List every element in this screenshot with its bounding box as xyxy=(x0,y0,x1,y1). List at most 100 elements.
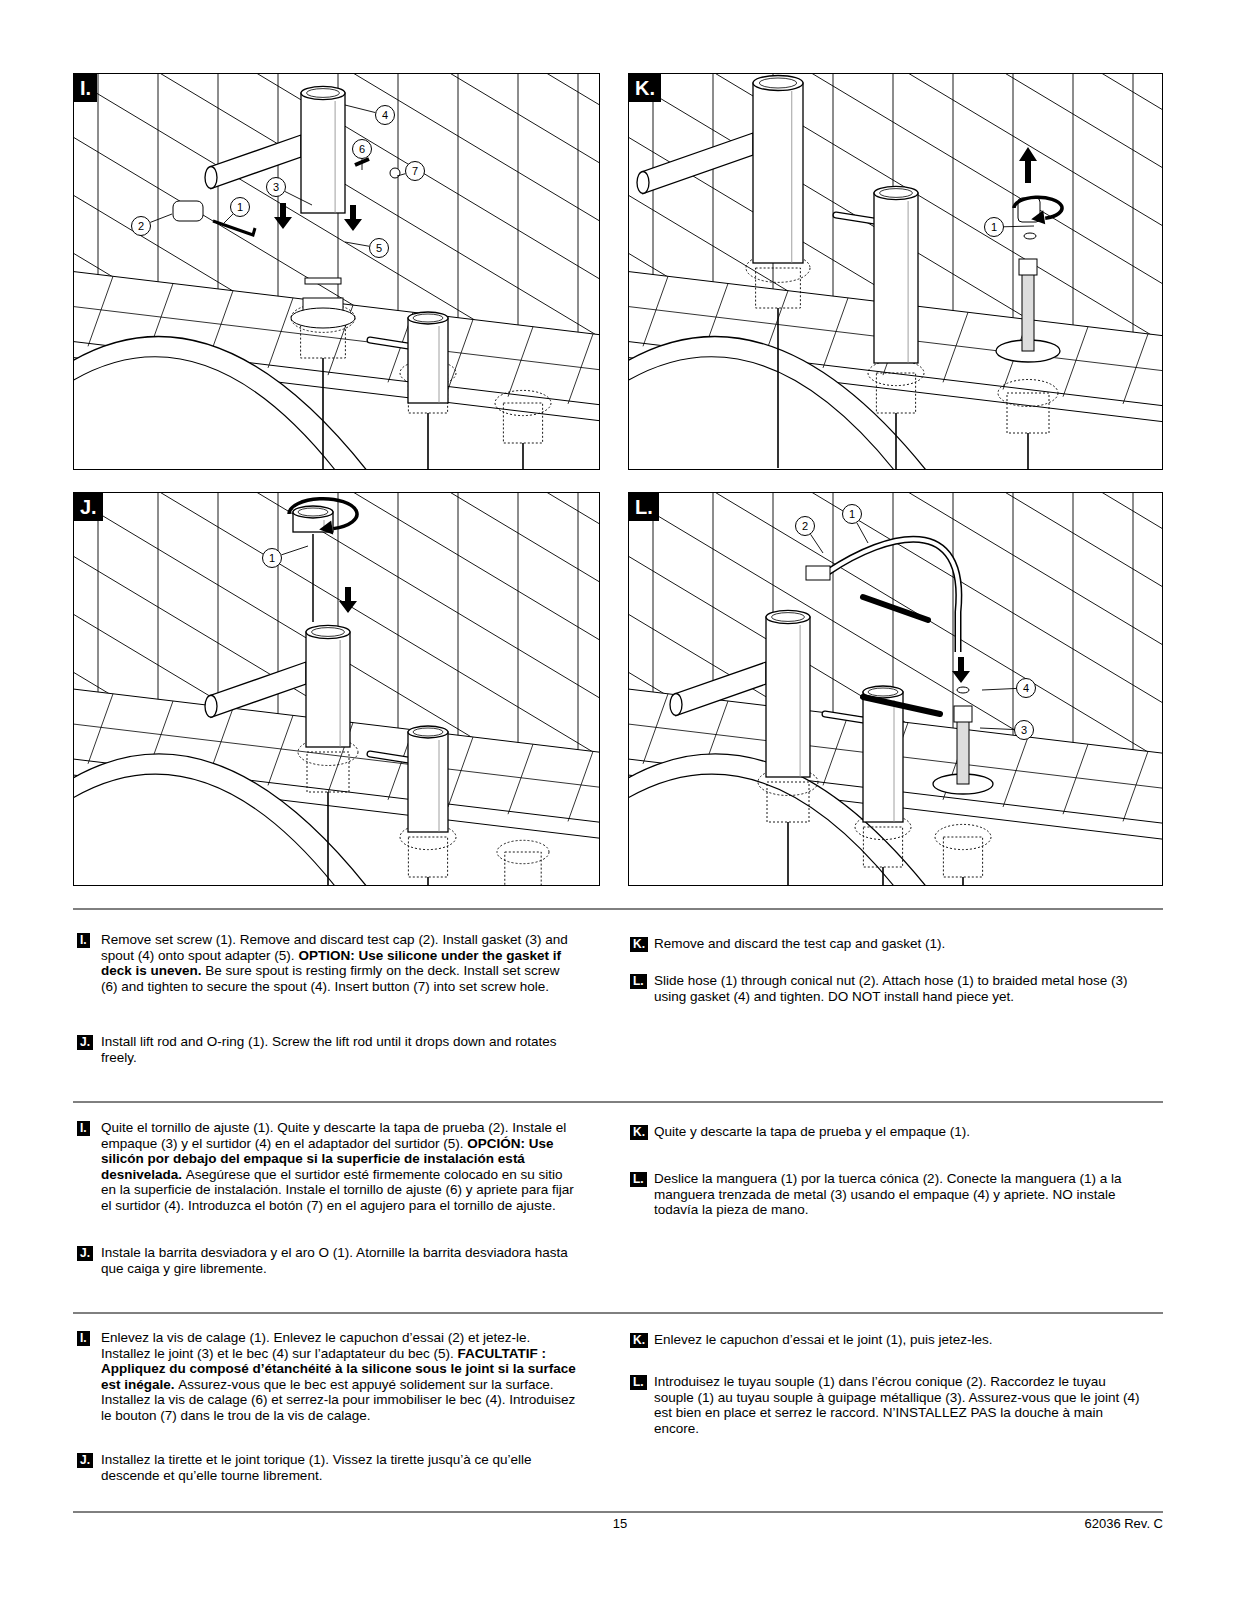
instruction-text: Enlevez la vis de calage (1). Enlevez le… xyxy=(101,1330,577,1424)
shade-line xyxy=(894,700,895,822)
supply-line xyxy=(777,308,779,468)
tile-line xyxy=(158,73,159,470)
step-letter-badge: I. xyxy=(77,1121,90,1136)
supply-line xyxy=(427,413,429,470)
tile-line xyxy=(578,492,579,886)
mount-hidden xyxy=(408,837,447,877)
callout-number: 7 xyxy=(406,162,424,180)
leader-line xyxy=(345,242,369,246)
instruction-text: Introduisez le tuyau souple (1) dans l’é… xyxy=(654,1374,1140,1436)
hose-nut xyxy=(1019,259,1037,275)
leader-line xyxy=(362,159,363,170)
motion-arrow xyxy=(952,657,970,683)
tile-line xyxy=(73,614,600,886)
instruction-sentence: Introduisez le tuyau souple (1) dans l’é… xyxy=(654,1374,1140,1436)
handle-lever xyxy=(370,340,408,346)
tile-line xyxy=(653,492,654,886)
gasket xyxy=(957,687,969,693)
faucet-rim xyxy=(880,189,913,198)
step-panel: J. xyxy=(73,492,600,886)
tile-line xyxy=(628,614,1163,886)
panel-art xyxy=(63,92,600,1162)
tile-line xyxy=(1073,492,1074,886)
callout-number: 1 xyxy=(843,505,861,523)
counter-tile xyxy=(823,298,848,368)
faucet-body xyxy=(874,193,918,363)
instruction-text: Remove and discard the test cap and gask… xyxy=(654,936,1140,952)
step-letter-badge: J. xyxy=(77,1035,93,1050)
faucet-top xyxy=(874,186,918,199)
tile-line xyxy=(458,492,459,886)
instruction-text: Slide hose (1) through conical nut (2). … xyxy=(654,973,1140,1004)
button xyxy=(390,168,400,178)
faucet-body xyxy=(306,632,350,747)
supply-line xyxy=(327,792,329,886)
tile-line xyxy=(628,73,1163,110)
faucet-body xyxy=(753,83,803,263)
counter-tile xyxy=(1063,744,1088,814)
tile-line xyxy=(73,492,600,582)
mount-hidden xyxy=(307,752,349,792)
instruction-sentence: Instale la barrita desviadora y el aro O… xyxy=(101,1245,568,1276)
supply-line xyxy=(427,877,429,886)
supply-line xyxy=(895,413,897,470)
callout-number: 1 xyxy=(263,549,281,567)
counter-edge xyxy=(73,272,600,335)
spout-adapter-base xyxy=(291,308,355,328)
wall-tiles xyxy=(73,492,600,886)
instruction-text: Install lift rod and O-ring (1). Screw t… xyxy=(101,1034,577,1065)
callout-circle xyxy=(985,218,1004,237)
faucet-top xyxy=(408,312,448,324)
tile-line xyxy=(73,492,600,756)
gasket xyxy=(305,278,341,284)
mount-hidden xyxy=(505,852,541,886)
tile-line xyxy=(73,556,600,872)
tile-line xyxy=(653,73,654,470)
tile-line xyxy=(73,73,600,279)
mount-hidden xyxy=(943,837,982,877)
faucet-top xyxy=(753,76,803,91)
callout-number: 2 xyxy=(796,517,814,535)
sink-rim xyxy=(628,357,917,470)
tile-line xyxy=(398,492,399,886)
pullout-hose xyxy=(828,539,959,652)
instruction-text: Installez la tirette et le joint torique… xyxy=(101,1452,577,1483)
handle-lever-fill xyxy=(370,340,408,346)
panel-inner xyxy=(628,73,1163,470)
step-letter-badge: I. xyxy=(74,74,97,102)
callouts xyxy=(132,105,1036,740)
supply-line xyxy=(962,877,964,886)
tile-line xyxy=(398,73,399,470)
counter-tile xyxy=(268,298,293,368)
tile-line xyxy=(953,73,954,470)
faucet-rim xyxy=(312,628,345,637)
counter-tile xyxy=(568,751,593,821)
step-panel: K. xyxy=(628,73,1163,470)
instruction-text: Remove set screw (1). Remove and discard… xyxy=(101,932,577,994)
tile-line xyxy=(628,556,1163,877)
wall-tiles xyxy=(628,492,1163,886)
panel-art xyxy=(618,92,1163,1167)
tile-line xyxy=(73,73,600,221)
tile-line xyxy=(578,73,579,470)
spout-end xyxy=(637,172,649,194)
mount-hidden xyxy=(1007,393,1049,433)
tile-line xyxy=(98,492,99,886)
mount-hidden xyxy=(503,403,542,443)
callout-number: 3 xyxy=(1015,721,1033,739)
pullout-hose-fill xyxy=(828,539,959,652)
panel-art xyxy=(618,0,1163,748)
rotate-arrow-head xyxy=(319,521,333,535)
supply-line xyxy=(522,443,524,470)
panel-art xyxy=(63,0,600,743)
counter-tile xyxy=(448,320,473,390)
counter-tile xyxy=(643,276,668,346)
tile-line xyxy=(518,492,519,886)
wall-tiles xyxy=(73,73,600,470)
instruction-sentence: Quite y descarte la tapa de prueba y el … xyxy=(654,1124,970,1139)
mount-hidden xyxy=(291,304,355,333)
sink-rim xyxy=(73,337,389,470)
faucet-rim xyxy=(413,728,443,736)
faucet-body xyxy=(766,617,810,777)
counter-tile xyxy=(1003,737,1028,807)
